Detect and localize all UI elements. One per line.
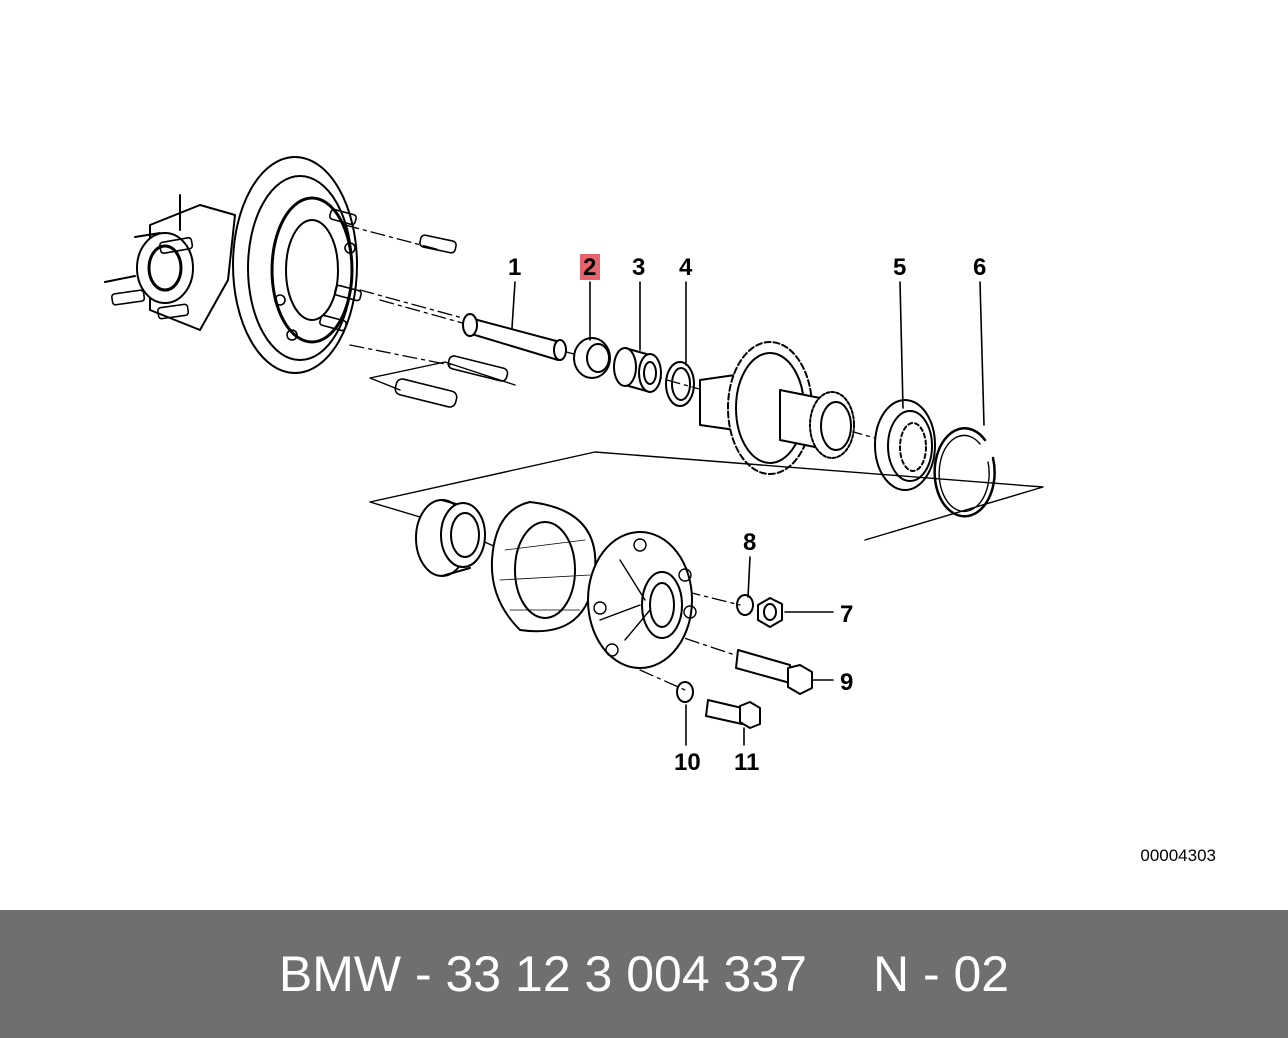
callout-4: 4 (679, 254, 693, 281)
part-6-snap-ring (933, 427, 996, 518)
part-3-bushing (613, 347, 662, 393)
callout-8: 8 (743, 529, 756, 556)
callout-3: 3 (632, 254, 645, 281)
diagram-reference: N - 02 (872, 946, 1010, 1002)
part-8-washer (736, 594, 754, 616)
part-4-washer (665, 361, 695, 407)
side-cover (587, 531, 697, 669)
part-1-sleeve (462, 313, 567, 361)
exploded-parts-diagram: 1 2 3 4 5 6 7 8 9 10 11 (104, 156, 1044, 776)
part-11-bolt (705, 699, 761, 729)
stud-bolts (394, 234, 509, 408)
callout-1: 1 (508, 254, 521, 281)
diagram-code: 00004303 (1140, 846, 1216, 865)
callout-7: 7 (840, 601, 853, 628)
part-number: BMW - 33 12 3 004 337 (278, 946, 807, 1002)
gasket (490, 501, 597, 633)
part-5-ball-bearing (874, 399, 936, 491)
shaft-seal (415, 499, 486, 577)
callout-5: 5 (893, 254, 906, 281)
leader-lines (511, 281, 985, 746)
part-number-banner: BMW - 33 12 3 004 337 N - 02 (0, 910, 1288, 1038)
callout-6: 6 (973, 254, 986, 281)
crown-gear-assembly (699, 341, 855, 475)
callout-9: 9 (840, 669, 853, 696)
part-10-washer (676, 681, 694, 703)
axle-housing (104, 156, 362, 374)
callout-11: 11 (734, 749, 759, 776)
part-7-nut (757, 597, 783, 628)
part-2-ring (573, 337, 611, 379)
part-9-long-bolt (735, 649, 813, 695)
highlight-box (580, 254, 600, 280)
callout-2: 2 (583, 254, 596, 281)
callout-10: 10 (674, 749, 701, 776)
